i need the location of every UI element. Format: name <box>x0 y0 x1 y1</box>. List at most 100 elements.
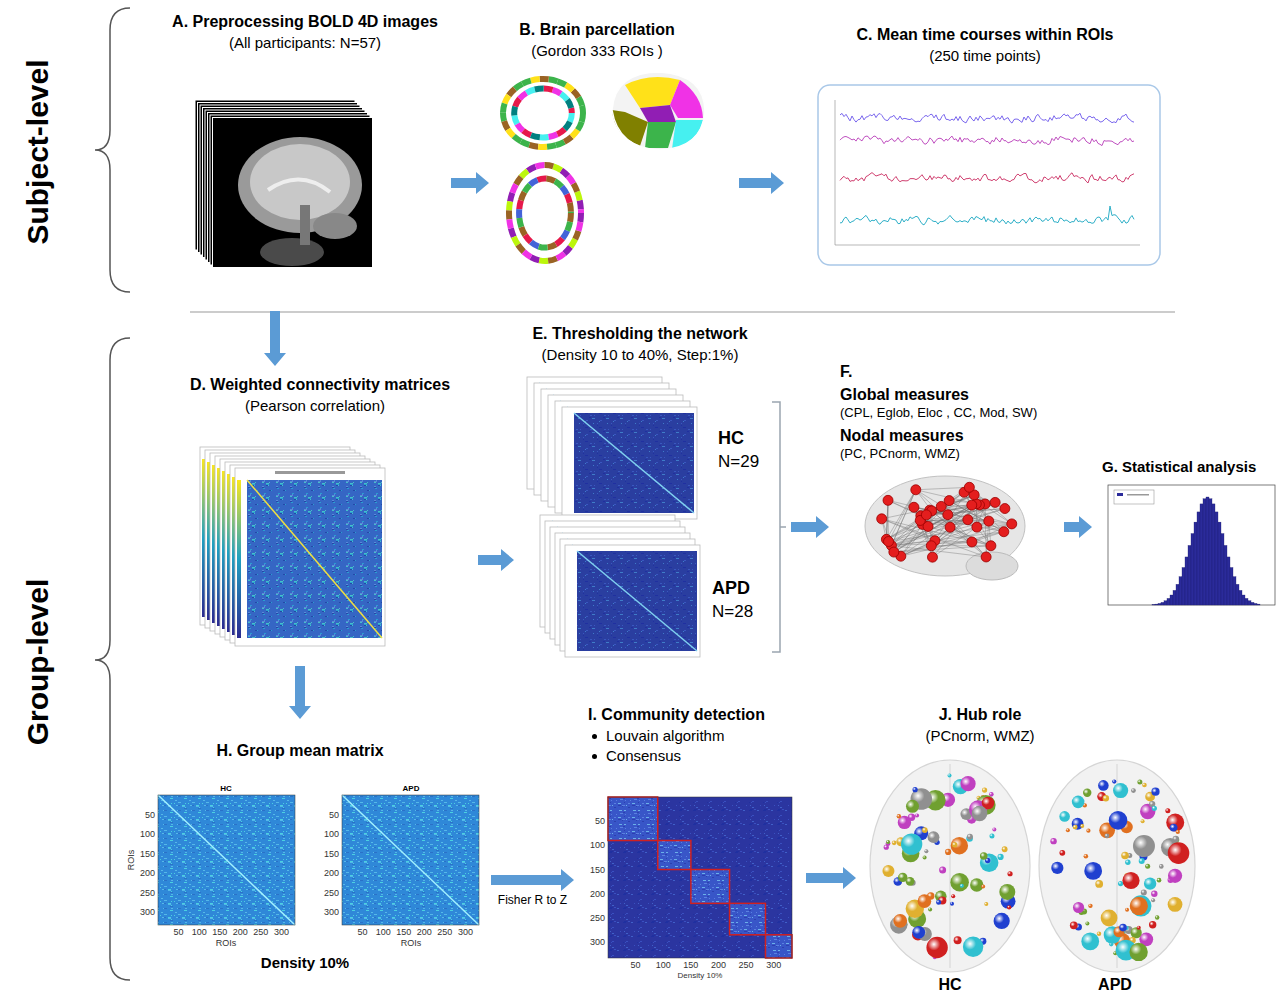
panel-title: I. Community detection <box>588 705 765 724</box>
hub-sphere <box>1095 880 1103 888</box>
histogram-bar <box>1248 601 1251 605</box>
panel-title: H. Group mean matrix <box>216 741 383 760</box>
axis-label: 200 <box>711 960 726 970</box>
parcel-ring <box>509 165 581 261</box>
axis-label: 50 <box>595 816 605 826</box>
matrix-stack <box>527 377 700 657</box>
parcel-ring <box>519 178 571 247</box>
figure-label: Density 10% <box>261 954 349 971</box>
hub-sphere <box>1131 788 1136 793</box>
axis-label: 250 <box>437 927 452 937</box>
hub-sphere <box>984 902 988 906</box>
matrix-diagonal <box>577 551 697 651</box>
hub-sphere <box>1119 924 1127 932</box>
panel-text: (Pearson correlation) <box>245 397 385 415</box>
block-arrow <box>791 516 829 538</box>
network-edge <box>894 505 972 552</box>
matrix <box>574 413 694 513</box>
hub-sphere <box>1144 877 1156 889</box>
histogram-bar <box>1236 584 1239 605</box>
network-edge <box>985 504 986 557</box>
hub-sphere <box>912 926 925 939</box>
histogram-bar <box>1200 504 1203 605</box>
bold-signal <box>840 173 1134 183</box>
hub-sphere <box>1113 783 1128 798</box>
matrix-stack <box>200 447 385 646</box>
matrix-card <box>565 545 700 657</box>
hub-sphere <box>892 841 897 846</box>
hub-sphere <box>1050 838 1056 844</box>
panel-text: Louvain algorithm <box>606 727 724 745</box>
axis-label: 150 <box>140 848 155 858</box>
histogram-bar <box>1218 522 1221 605</box>
hub-sphere <box>924 849 928 853</box>
axis-label: 100 <box>140 829 155 839</box>
hub-sphere <box>1088 904 1092 908</box>
hub-sphere <box>901 833 922 854</box>
bold-signal <box>840 136 1134 146</box>
hub-sphere <box>1118 881 1123 886</box>
community-block <box>658 841 691 870</box>
axis-label: 300 <box>274 927 289 937</box>
network-node <box>889 547 899 557</box>
hub-sphere <box>1085 922 1089 926</box>
network-edge <box>888 500 921 515</box>
network-node <box>990 497 1000 507</box>
plot-frame <box>342 795 479 925</box>
network-edge <box>935 541 972 542</box>
hub-sphere <box>950 902 954 906</box>
community-block <box>608 797 658 841</box>
network-node <box>945 522 955 532</box>
axis-label: 250 <box>739 960 754 970</box>
network-edge <box>941 506 986 557</box>
parcel-patch <box>640 105 676 122</box>
figure-label: HC <box>938 976 961 994</box>
hub-sphere <box>893 914 907 928</box>
figure-label: APD <box>712 578 750 599</box>
panel-title: C. Mean time courses within ROIs <box>857 25 1114 44</box>
histogram-bar <box>1185 557 1188 605</box>
hub-sphere <box>1122 872 1139 889</box>
parcel-patch <box>672 120 703 149</box>
network-node <box>877 514 887 524</box>
block-arrow <box>806 867 856 889</box>
level-label: Group-level <box>21 579 56 746</box>
histogram-bar <box>1209 499 1212 605</box>
histogram <box>1108 485 1275 605</box>
histogram-bar <box>1206 497 1209 605</box>
network-node <box>1000 504 1010 514</box>
hub-sphere <box>1051 862 1063 874</box>
glass-brain <box>870 760 1030 972</box>
block-arrow <box>451 172 489 194</box>
panel: C. Mean time courses within ROIs (250 tim… <box>790 15 1165 287</box>
axis-label: 150 <box>396 927 411 937</box>
histogram-bar <box>1251 602 1254 605</box>
hub-sphere <box>1151 891 1157 897</box>
hub-sphere <box>1121 852 1129 860</box>
figure-label: HC <box>718 428 744 449</box>
hub-sphere <box>882 865 894 877</box>
figure-label: APD <box>1098 976 1132 994</box>
network-node <box>884 536 894 546</box>
matrix-card <box>562 407 697 519</box>
hub-sphere <box>1105 833 1110 838</box>
hub-sphere <box>886 840 890 844</box>
parcel-patch <box>645 122 676 148</box>
axis-label: 100 <box>376 927 391 937</box>
hub-sphere <box>1072 818 1084 830</box>
hub-sphere <box>1059 850 1065 856</box>
axis-label: 200 <box>140 868 155 878</box>
colorbar <box>237 480 241 638</box>
parcel-ring <box>509 165 581 261</box>
axis-label: APD <box>403 784 420 793</box>
network-edge <box>894 505 972 552</box>
hub-sphere <box>1151 898 1155 902</box>
hub-sphere <box>1086 829 1090 833</box>
hub-sphere <box>1137 926 1141 930</box>
panel-text: (250 time points) <box>929 47 1041 65</box>
histogram-bar <box>1161 602 1164 605</box>
plot-frame <box>1108 485 1275 605</box>
axis-label: ROIs <box>126 850 136 871</box>
